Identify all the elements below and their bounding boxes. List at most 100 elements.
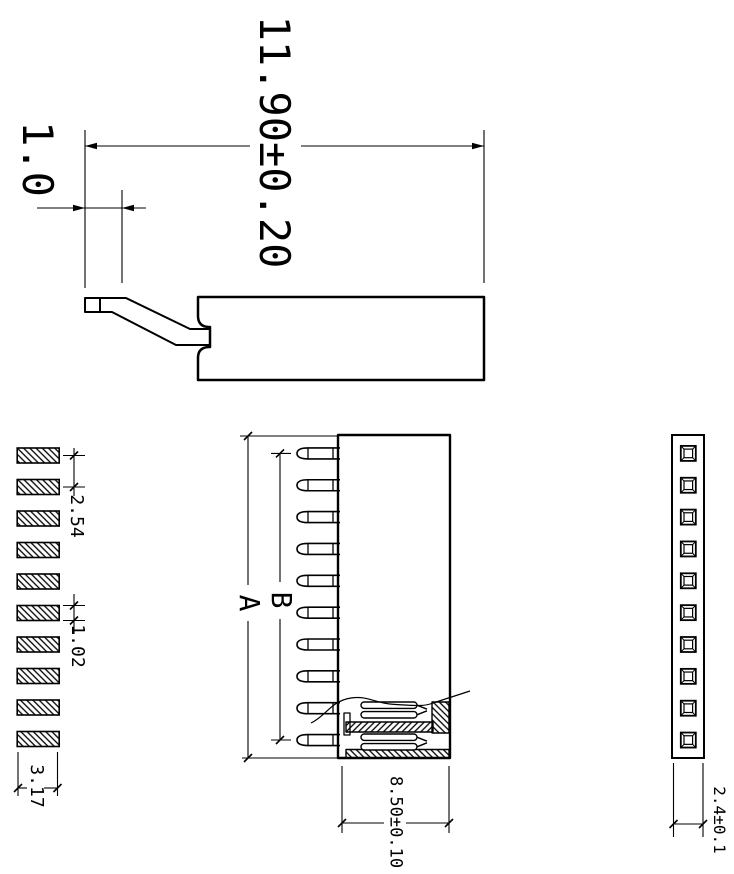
pin-hole-chamfer-line: [692, 572, 697, 577]
footprint-pad: [16, 667, 61, 685]
footprint-pad: [16, 510, 61, 527]
pin-hole-chamfer-line: [680, 509, 685, 514]
pin-hole-chamfer-line: [680, 616, 685, 621]
dim-body-width-lines: [337, 766, 454, 833]
rear-view: [668, 434, 708, 837]
rear-view-body: [671, 434, 705, 759]
pin-hole-chamfer-line: [692, 604, 697, 609]
pin-hole-outer: [679, 572, 697, 590]
side-view-pin-top-edge: [100, 297, 209, 330]
pin-hole-chamfer-line: [692, 477, 697, 482]
pin: [296, 574, 340, 588]
pin-hole-chamfer-line: [680, 552, 685, 557]
pin-hole-outer: [679, 604, 697, 622]
pin-hole-inner: [683, 575, 694, 586]
section-right-wall: [431, 701, 450, 734]
dim-pad-width-lines: [63, 594, 85, 634]
pin-hole-inner: [683, 671, 694, 682]
pin-hole-chamfer-line: [692, 552, 697, 557]
pin-hole-chamfer-line: [692, 584, 697, 589]
pin-hole-chamfer-line: [692, 541, 697, 546]
dim-body-thickness-label: 2.4±0.1: [710, 786, 729, 854]
dim-pad-pitch-lines: [63, 448, 85, 496]
pin: [296, 638, 340, 651]
pin-hole-chamfer-line: [692, 648, 697, 653]
dim-overall-height-lines: [240, 431, 337, 763]
dim-overall-length-lines: [84, 130, 485, 288]
pin-hole-outer: [679, 476, 697, 494]
pin-hole-chamfer-line: [680, 521, 685, 525]
pin-hole-inner: [683, 544, 694, 554]
pin-hole-inner: [683, 639, 694, 650]
section-view: [240, 431, 471, 833]
dim-overall-height-label: A: [233, 594, 266, 612]
pin: [296, 478, 340, 492]
footprint-pad: [16, 699, 61, 716]
footprint-pad: [16, 730, 61, 748]
pin: [296, 510, 340, 524]
pin-hole-chamfer-line: [680, 668, 685, 673]
pin-hole-chamfer-line: [692, 668, 697, 673]
dim-arrow: [122, 204, 134, 212]
pin-hole-chamfer-line: [692, 489, 697, 494]
pin-hole-chamfer-line: [680, 648, 685, 653]
section-mid-wall: [345, 721, 434, 733]
dim-arrow: [73, 204, 85, 212]
section-bottom-wall: [345, 748, 450, 759]
pin-hole-chamfer-line: [680, 732, 685, 737]
footprint-pad: [16, 541, 61, 559]
dim-body-width-label: 8.50±0.10: [385, 775, 406, 869]
pin-hole-chamfer-line: [680, 477, 685, 482]
pin: [296, 542, 340, 556]
footprint-pad: [16, 478, 61, 496]
pin-hole-outer: [679, 540, 697, 558]
pin-hole-outer: [679, 667, 697, 685]
footprint-view: [13, 447, 85, 796]
pin-hole-chamfer-line: [680, 743, 685, 748]
pin-hole-outer: [679, 444, 697, 462]
pin-hole-chamfer-line: [680, 604, 685, 609]
pin: [296, 670, 340, 683]
pin-hole-inner: [683, 512, 694, 522]
dim-pin-span-lines: [271, 448, 291, 745]
pin-hole-chamfer-line: [680, 636, 685, 641]
pin-hole-inner: [683, 703, 694, 714]
pin-hole-chamfer-line: [692, 521, 697, 525]
pin-hole-inner: [683, 735, 694, 745]
pin-hole-chamfer-line: [692, 700, 697, 705]
pin: [296, 701, 340, 715]
pin-hole-chamfer-line: [692, 445, 697, 450]
pin: [296, 606, 340, 619]
dim-overall-length-label: 11.90±0.20: [250, 15, 299, 269]
pin-hole-outer: [679, 731, 697, 749]
pin-hole-chamfer-line: [692, 680, 697, 685]
pin-hole-chamfer-line: [680, 457, 685, 462]
side-view: [37, 130, 486, 382]
pin-hole-outer: [679, 699, 697, 717]
pin-hole-chamfer-line: [680, 541, 685, 546]
pin-hole-chamfer-line: [680, 700, 685, 705]
pin-holes: [679, 444, 697, 749]
pin-hole-inner: [683, 480, 694, 491]
dim-pad-length-label: 3.17: [25, 764, 47, 808]
pin-hole-chamfer-line: [680, 680, 685, 685]
section-cut-detail: [310, 690, 471, 759]
pin-hole-chamfer-line: [680, 712, 685, 717]
pin-hole-inner: [683, 607, 694, 618]
pin-hole-chamfer-line: [680, 584, 685, 589]
pin-hole-chamfer-line: [692, 743, 697, 748]
footprint-pad: [16, 604, 61, 622]
pin-hole-outer: [679, 508, 697, 526]
pin-hole-chamfer-line: [692, 732, 697, 737]
pin-hole-chamfer-line: [680, 489, 685, 494]
pin-hole-chamfer-line: [680, 572, 685, 577]
footprint-pad: [16, 573, 61, 590]
dim-pad-pitch-label: 2.54: [66, 494, 87, 538]
side-view-pin-bottom-edge: [100, 311, 209, 346]
dim-body-thickness-lines: [668, 763, 708, 837]
break-line: [310, 690, 471, 724]
footprint-pads: [16, 447, 61, 748]
dim-pin-tip-length-label: 1.0: [13, 121, 62, 197]
dim-arrow: [85, 142, 97, 150]
